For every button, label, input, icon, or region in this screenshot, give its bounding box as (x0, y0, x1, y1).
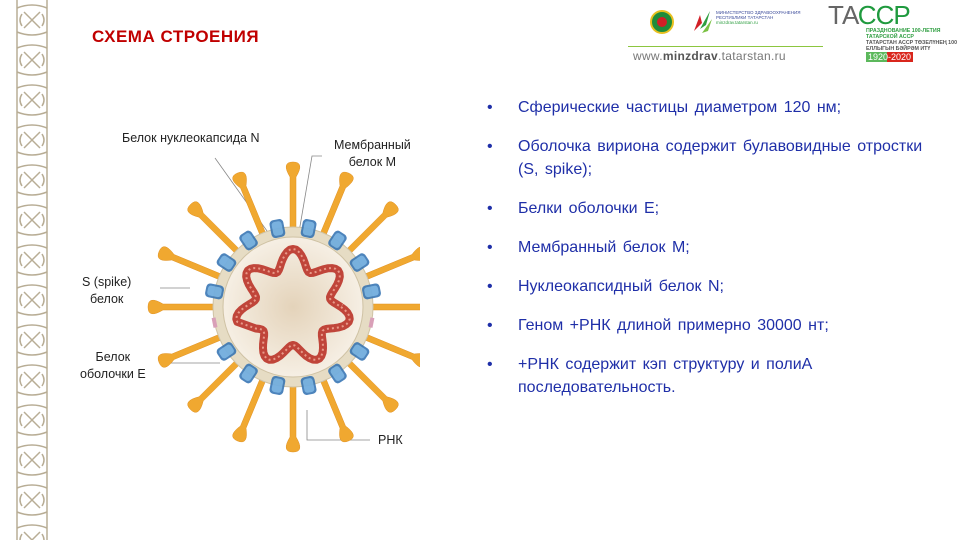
label-spike: S (spike)белок (82, 275, 132, 306)
tassr-logo-a: ТА (828, 0, 859, 30)
spike-protein (347, 201, 399, 253)
spike-protein (187, 361, 239, 413)
spike-protein (347, 361, 399, 413)
tassr-caption: ПРАЗДНОВАНИЕ 100-ЛЕТИЯ ТАТАРСКОЙ АССР (866, 28, 941, 40)
spike-protein (372, 299, 439, 315)
spike-protein (320, 171, 354, 235)
spike-protein (147, 299, 214, 315)
spike-protein (365, 334, 429, 368)
label-rna: РНК (378, 433, 403, 447)
spike-protein (187, 201, 239, 253)
bullet-list: Сферические частицы диаметром 120 нм; Об… (484, 96, 924, 415)
label-nucleocapsid: Белок нуклеокапсида N (122, 131, 260, 145)
spike-protein (157, 334, 221, 368)
spike-protein (285, 161, 301, 228)
decorative-ornament-border (16, 0, 48, 540)
coronavirus-illustration (147, 155, 439, 453)
spike-protein (232, 171, 266, 235)
ministry-logo-block: МИНИСТЕРСТВО ЗДРАВООХРАНЕНИЯ РЕСПУБЛИКИ … (628, 4, 828, 64)
bullet-item: Белки оболочки Е; (484, 197, 924, 220)
spike-protein (232, 379, 266, 443)
bullet-item: Сферические частицы диаметром 120 нм; (484, 96, 924, 119)
ministry-url-link[interactable]: www.minzdrav.tatarstan.ru (633, 49, 786, 63)
ministry-name: МИНИСТЕРСТВО ЗДРАВООХРАНЕНИЯ РЕСПУБЛИКИ … (716, 10, 801, 20)
bullet-item: Геном +РНК длиной примерно 30000 нт; (484, 314, 924, 337)
tassr-anniversary-logo: ТАССР ПРАЗДНОВАНИЕ 100-ЛЕТИЯ ТАТАРСКОЙ А… (828, 0, 958, 64)
slide-title: СХЕМА СТРОЕНИЯ (92, 27, 260, 46)
spike-protein (157, 246, 221, 280)
years-badge: 1920-2020 (866, 52, 914, 62)
tassr-logo-b: ССР (857, 0, 911, 30)
bullet-item: Оболочка вириона содержит булавовидные о… (484, 135, 924, 181)
spike-protein (320, 379, 354, 443)
bullet-item: Мембранный белок М; (484, 236, 924, 259)
ministry-logo-icon (694, 11, 712, 33)
tassr-caption-tat: ТАТАРСТАН АССР ТӨЗЕЛҮНЕҢ 100 ЕЛЛЫГЫН БӘЙ… (866, 40, 958, 52)
bullet-item: +РНК содержит кэп структуру и полиА посл… (484, 353, 924, 399)
divider (628, 46, 823, 47)
spike-protein (285, 386, 301, 453)
tatarstan-emblem-icon (650, 10, 674, 34)
ministry-small-url: minzdrav.tatarstan.ru (716, 20, 758, 25)
bullet-item: Нуклеокапсидный белок N; (484, 275, 924, 298)
spike-protein (365, 246, 429, 280)
